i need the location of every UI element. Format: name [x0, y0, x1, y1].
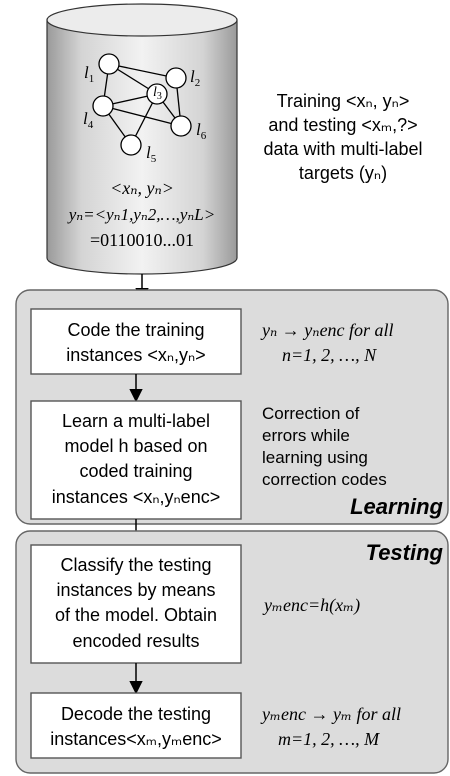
classify-box	[30, 544, 242, 664]
node-l3	[146, 83, 168, 105]
cylinder-pair: <xₙ, yₙ>	[110, 178, 174, 198]
cylinder-vector: yₙ=<yₙ1,yₙ2,…,yₙL>	[67, 205, 215, 224]
learn-model-line1: Learn a multi-label	[62, 411, 210, 431]
node-label-l1: l1	[84, 63, 94, 85]
data-note-line2: and testing <xₘ,?>	[268, 115, 417, 135]
node-label-l5: l5	[146, 143, 157, 165]
node-l2	[165, 67, 187, 89]
node-l4	[92, 95, 114, 117]
node-label-l4: l4	[83, 109, 94, 131]
node-labels: l1 l2 l3 l4 l5 l6	[83, 63, 207, 165]
learning-title: Learning	[350, 494, 443, 519]
code-training-line1: Code the training	[67, 320, 204, 340]
node-l5	[120, 134, 142, 156]
encode-formula-line2: n=1, 2, …, N	[282, 345, 377, 365]
correction-note-line1: Correction of	[262, 404, 360, 423]
learn-model-line2: model h based on	[64, 436, 207, 456]
cylinder-code: =0110010...01	[90, 230, 194, 250]
learn-model-box	[30, 400, 242, 520]
decode-formula-line1: yₘenc → yₘ for all	[260, 704, 401, 724]
node-label-l3: l3	[153, 85, 162, 102]
correction-note-line2: errors while	[262, 426, 350, 445]
data-note-line4: targets (yₙ)	[299, 163, 387, 183]
learn-model-line4: instances <xₙ,yₙenc>	[52, 487, 220, 507]
node-label-l6: l6	[196, 120, 207, 142]
data-cylinder	[46, 3, 238, 275]
node-l1	[98, 53, 120, 75]
correction-note-line3: learning using	[262, 448, 368, 467]
decode-box	[30, 692, 242, 759]
node-l6	[170, 115, 192, 137]
node-label-l2: l2	[190, 67, 200, 89]
data-note-line3: data with multi-label	[263, 139, 422, 159]
classify-line4: encoded results	[72, 631, 199, 651]
decode-line2: instances<xₘ,yₘenc>	[50, 729, 222, 749]
label-graph-nodes	[92, 53, 192, 156]
learn-model-line3: coded training	[79, 461, 192, 481]
correction-note-line4: correction codes	[262, 470, 387, 489]
data-note-line1: Training <xₙ, yₙ>	[277, 91, 410, 111]
classify-formula: yₘenc=h(xₘ)	[262, 595, 360, 616]
testing-title: Testing	[366, 540, 444, 565]
classify-line1: Classify the testing	[60, 555, 211, 575]
encode-formula-line1: yₙ → yₙenc for all	[260, 320, 394, 340]
classify-line2: instances by means	[56, 580, 215, 600]
decode-formula-line2: m=1, 2, …, M	[278, 729, 380, 749]
classify-line3: of the model. Obtain	[55, 605, 217, 625]
code-training-line2: instances <xₙ,yₙ>	[66, 345, 205, 365]
decode-line1: Decode the testing	[61, 704, 211, 724]
